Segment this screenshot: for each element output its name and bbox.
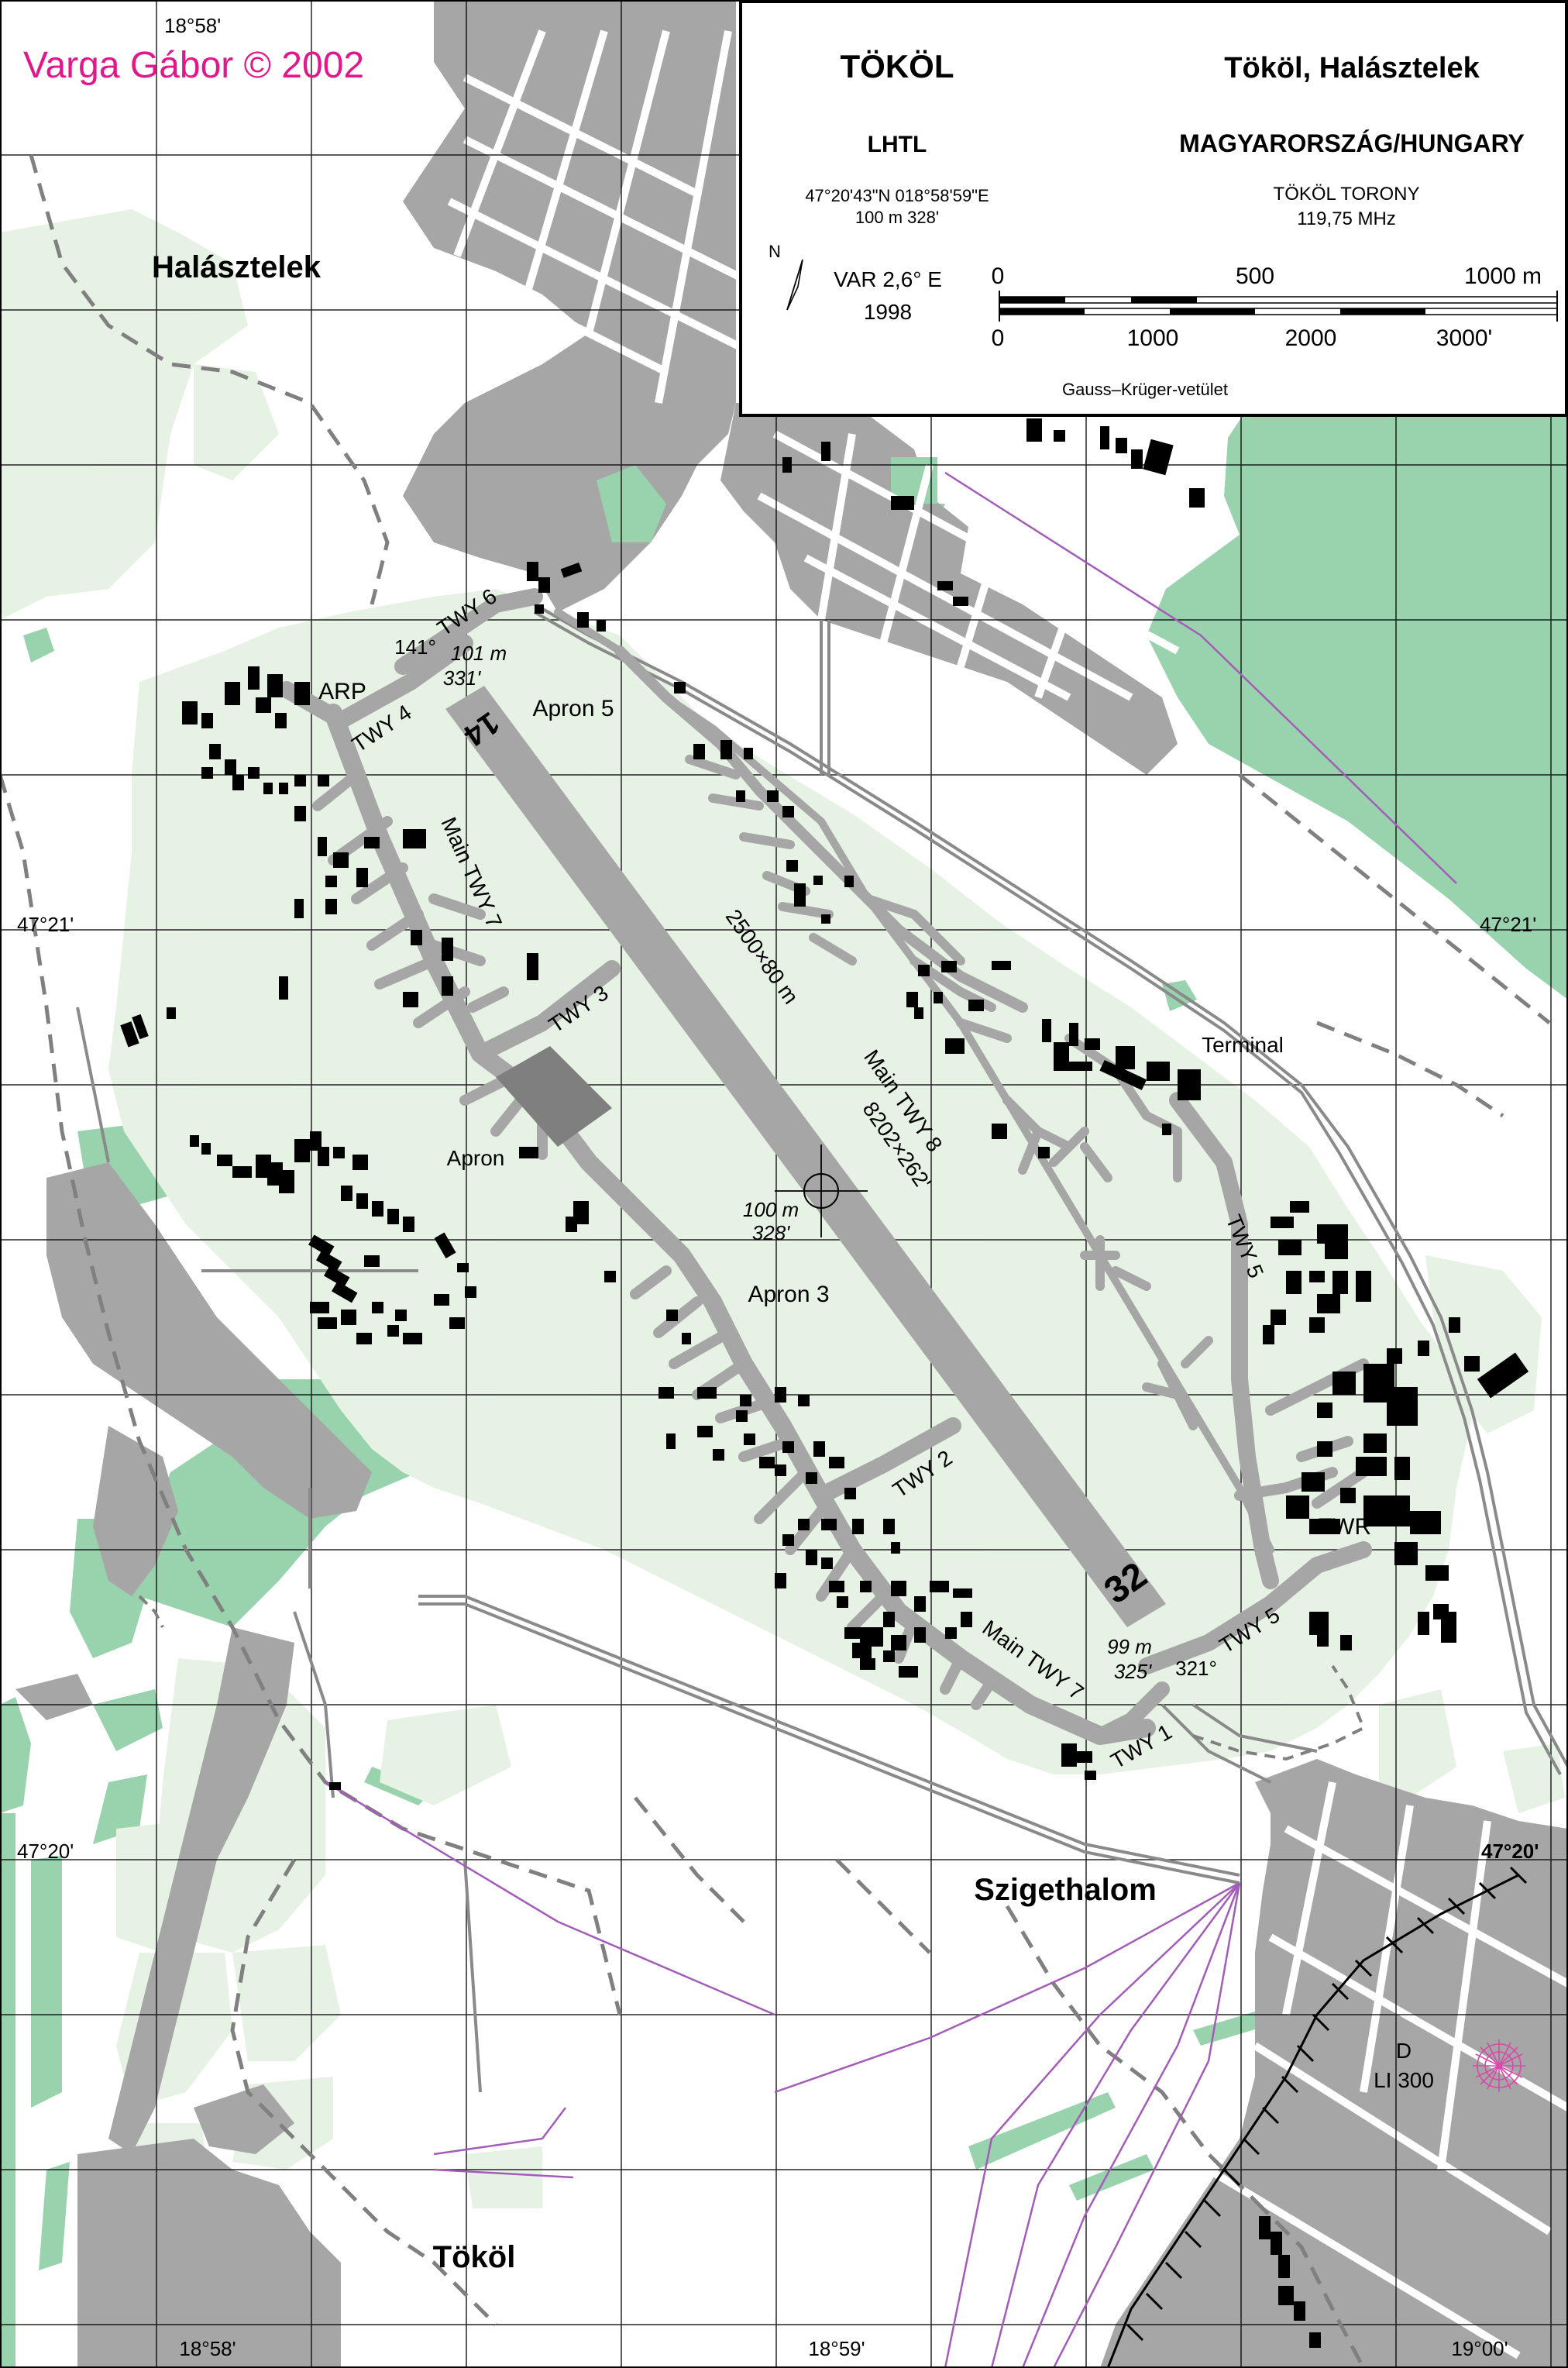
danger-area-id: D — [1396, 2039, 1412, 2063]
scale-m-1000: 1000 m — [1464, 263, 1542, 289]
variation-year: 1998 — [864, 300, 912, 324]
coord-bottom-mid: 18°59' — [808, 2337, 865, 2360]
thr-south-elevation-m: 99 m — [1107, 1635, 1152, 1658]
scale-ft-3000: 3000' — [1436, 325, 1492, 351]
roads — [76, 603, 1568, 2093]
place-tokol: Tököl — [433, 2240, 516, 2274]
buildings — [120, 418, 1529, 2348]
coord-right-20: 47°20' — [1481, 1840, 1539, 1863]
twr-access — [138, 1595, 1366, 1761]
scale-ft-1000: 1000 — [1127, 325, 1179, 351]
place-halasztelek: Halásztelek — [152, 250, 322, 284]
apron3-label: Apron 3 — [748, 1282, 829, 1307]
arp-label: ARP — [318, 679, 366, 704]
streets — [447, 29, 1568, 2359]
copyright: Varga Gábor © 2002 — [23, 45, 364, 86]
scale-ft-2000: 2000 — [1285, 325, 1337, 351]
apron-label: Apron — [447, 1146, 505, 1170]
airfield-area — [108, 589, 1472, 1774]
location: Tököl, Halásztelek — [1224, 52, 1480, 84]
terminal-label: Terminal — [1202, 1033, 1284, 1057]
twr-label: TWR — [1319, 1514, 1371, 1540]
railway — [1106, 1866, 1528, 2368]
scale-bar — [999, 291, 1558, 322]
center-elevation-ft: 328' — [752, 1221, 790, 1244]
coord-bottom-left: 18°58' — [179, 2337, 236, 2360]
icao-code: LHTL — [868, 132, 927, 157]
center-elevation-m: 100 m — [743, 1198, 799, 1221]
arp-coordinates: 47°20'43"N 018°58'59"E — [805, 186, 989, 205]
tower-callsign: TÖKÖL TORONY — [1274, 184, 1420, 205]
thr-north-bearing: 141° — [394, 635, 436, 659]
power-lines — [325, 471, 1457, 2368]
danger-area-name: LI 300 — [1374, 2068, 1434, 2092]
coord-left-20: 47°20' — [17, 1840, 74, 1863]
coord-left-21: 47°21' — [17, 913, 74, 936]
place-szigethalom: Szigethalom — [974, 1873, 1157, 1907]
coord-top-left: 18°58' — [164, 14, 221, 37]
runway — [445, 686, 1166, 1627]
north-arrow-icon — [786, 259, 803, 311]
north-label: N — [769, 242, 781, 261]
thr-south-bearing: 321° — [1175, 1657, 1217, 1680]
aerodrome-elevation: 100 m 328' — [855, 208, 939, 227]
apron5-label: Apron 5 — [532, 696, 614, 721]
scale-m-0: 0 — [992, 263, 1005, 289]
magnetic-variation: VAR 2,6° E — [834, 267, 942, 291]
thr-south-elevation-ft: 325' — [1114, 1660, 1152, 1683]
danger-area-symbol — [1473, 2039, 1525, 2092]
tower-frequency: 119,75 MHz — [1297, 208, 1396, 229]
coord-right-21: 47°21' — [1480, 913, 1536, 936]
thr-north-elevation-ft: 331' — [443, 666, 481, 690]
scale-m-500: 500 — [1236, 263, 1274, 289]
projection: Gauss–Krüger-vetület — [1062, 380, 1228, 399]
coord-bottom-right: 19°00' — [1451, 2337, 1508, 2360]
info-box — [739, 0, 1568, 417]
scale-ft-0: 0 — [992, 325, 1005, 351]
aerodrome-name: TÖKÖL — [841, 48, 954, 84]
country: MAGYARORSZÁG/HUNGARY — [1179, 129, 1525, 157]
thr-north-elevation-m: 101 m — [451, 642, 507, 665]
